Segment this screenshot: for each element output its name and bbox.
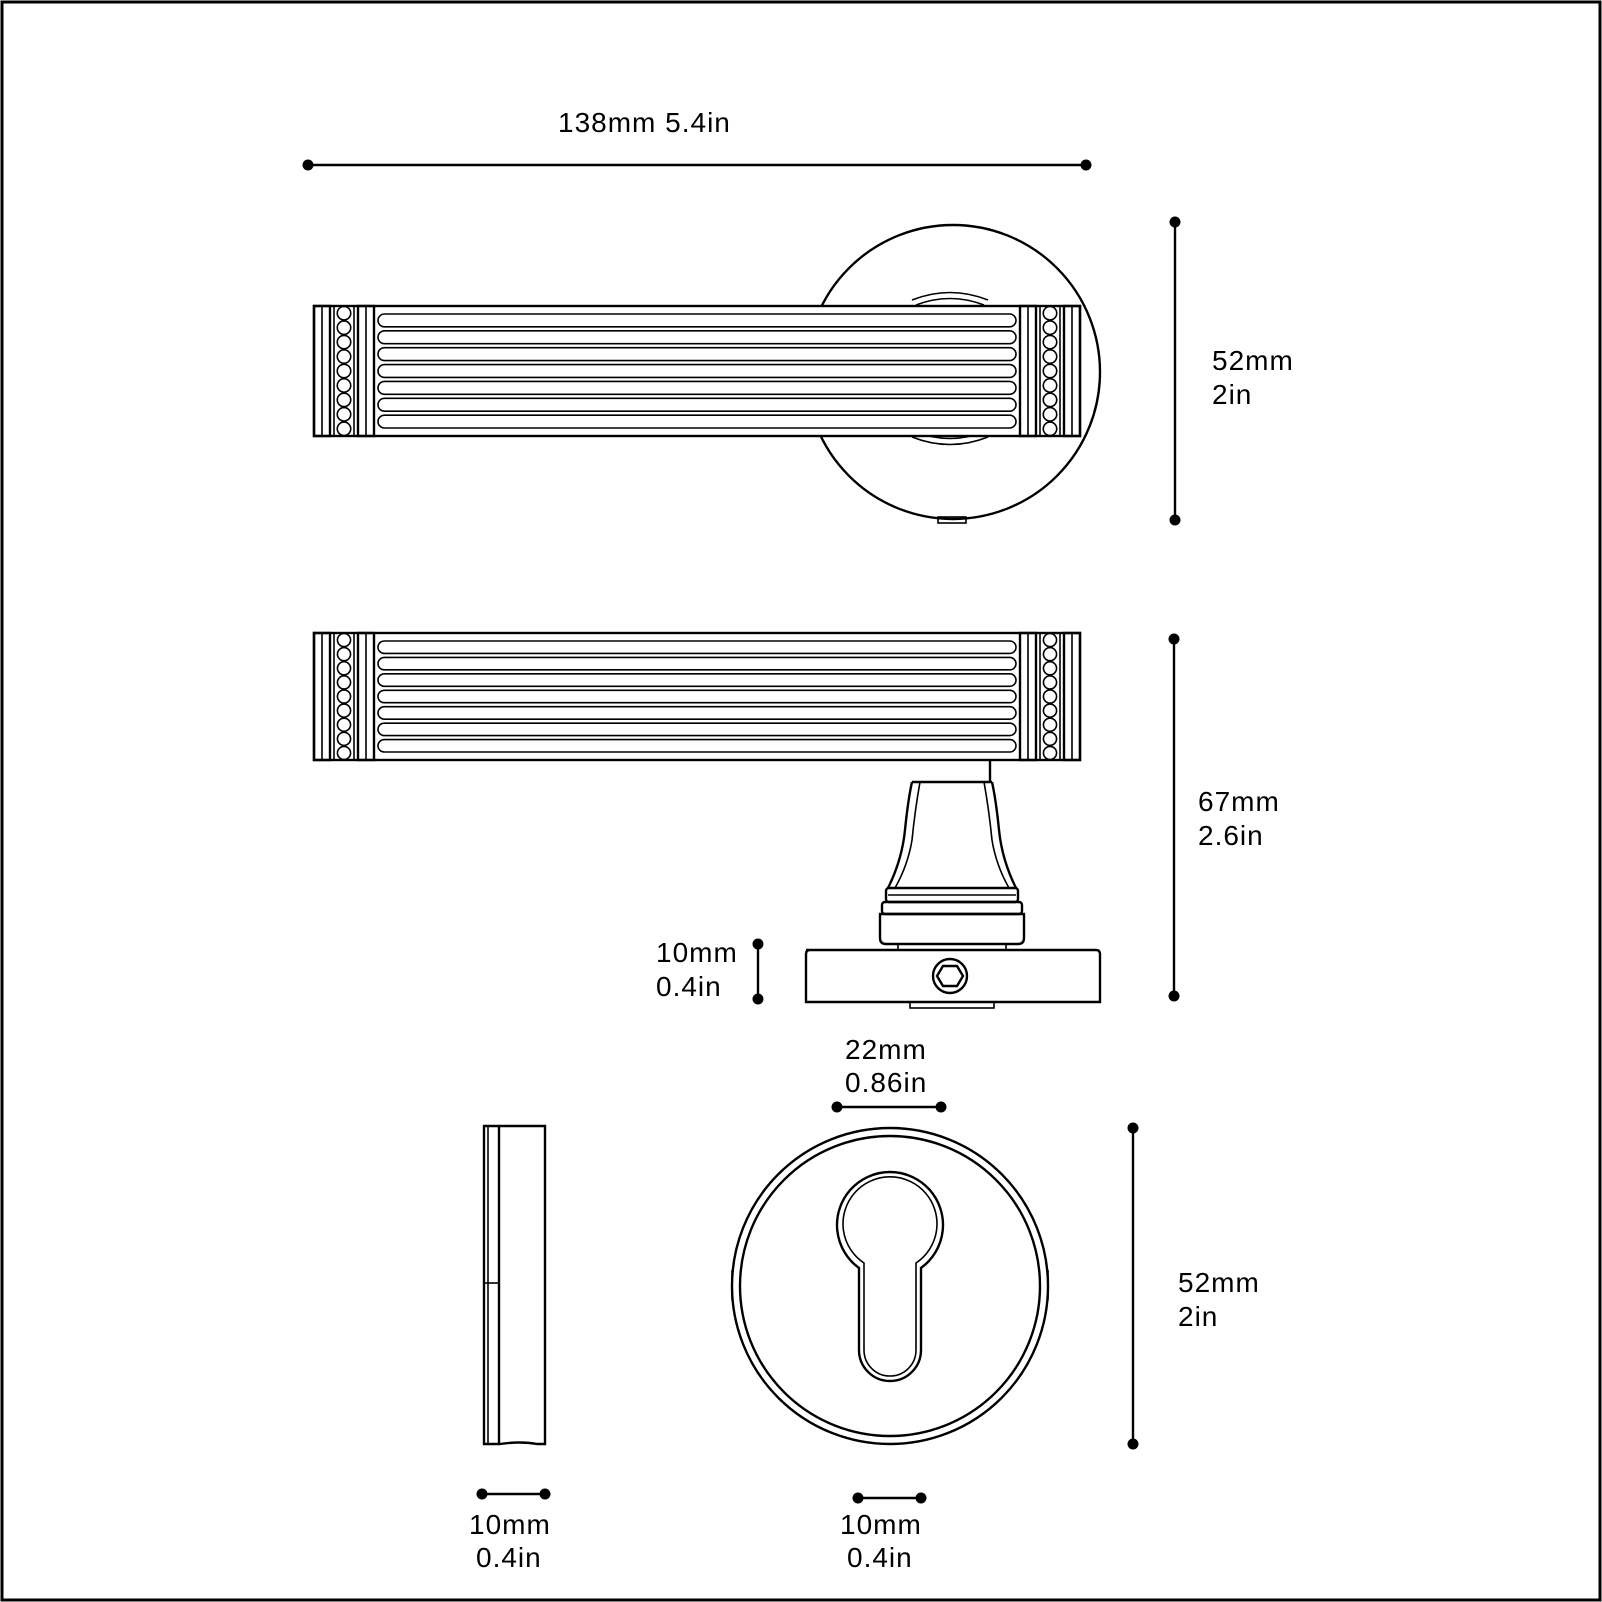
side-height-mm: 67mm	[1198, 786, 1280, 817]
side-height-in: 2.6in	[1198, 820, 1264, 851]
base-rose	[804, 948, 1102, 1004]
rose-thickness-mm: 10mm	[656, 937, 738, 968]
escutcheon-thickness-in: 0.4in	[476, 1542, 542, 1573]
escutcheon-diameter-in: 2in	[1178, 1301, 1218, 1332]
lever-side-view	[312, 631, 1102, 1009]
slot-width-in: 0.4in	[847, 1542, 913, 1573]
lever-front-view	[312, 223, 1102, 524]
grub-screw-icon	[931, 957, 969, 995]
overall-length-label: 138mm 5.4in	[558, 107, 731, 138]
cylinder-width-in: 0.86in	[845, 1067, 927, 1098]
lever-neck	[915, 757, 992, 782]
escutcheon-outer	[730, 1126, 1050, 1446]
escutcheon-diameter-mm: 52mm	[1178, 1267, 1260, 1298]
front-height-mm: 52mm	[1212, 345, 1294, 376]
escutcheon-front-view	[730, 1126, 1050, 1446]
keyhole-icon	[835, 1170, 945, 1383]
escutcheon-thickness-mm: 10mm	[469, 1509, 551, 1540]
cylinder-width-mm: 22mm	[845, 1034, 927, 1065]
front-height-in: 2in	[1212, 379, 1252, 410]
escutcheon-side-view	[482, 1124, 547, 1446]
dimension-lines	[302, 159, 1181, 1504]
lever-bar	[312, 304, 1082, 438]
slot-width-mm: 10mm	[840, 1509, 922, 1540]
rose-thickness-in: 0.4in	[656, 971, 722, 1002]
